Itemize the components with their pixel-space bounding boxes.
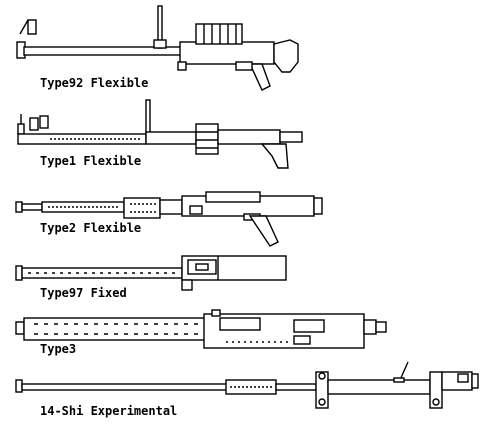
type3-drawing	[15, 309, 387, 349]
14-shi-barrel	[21, 383, 233, 391]
weapon-label-type92-flexible: Type92 Flexible	[40, 76, 149, 90]
type92-magazine	[195, 23, 243, 45]
weapon-label-type1-flexible: Type1 Flexible	[40, 154, 142, 168]
weapon-label-type2-flexible: Type2 Flexible	[40, 221, 142, 235]
type2-barrel-jacket	[41, 201, 125, 213]
type2-flexible-drawing	[15, 191, 323, 247]
weapon-label-type3: Type3	[40, 342, 77, 356]
type1-grip	[260, 143, 289, 169]
type92-receiver	[179, 41, 275, 65]
type92-stock	[273, 39, 299, 73]
14-shi-receiver	[327, 379, 431, 395]
type1-receiver	[217, 129, 281, 145]
type2-grip	[248, 215, 279, 247]
type1-magazine	[195, 123, 219, 155]
weapon-label-14-shi-experimental: 14-Shi Experimental	[40, 404, 178, 418]
type92-grip	[248, 63, 271, 91]
type1-flexible-drawing	[17, 99, 303, 169]
weapon-label-type97-fixed: Type97 Fixed	[40, 286, 127, 300]
type97-fixed-drawing	[15, 255, 287, 291]
type3-barrel-jacket	[23, 317, 211, 341]
type92-flexible-drawing	[16, 5, 299, 91]
14-shi-experimental-drawing	[15, 361, 479, 409]
